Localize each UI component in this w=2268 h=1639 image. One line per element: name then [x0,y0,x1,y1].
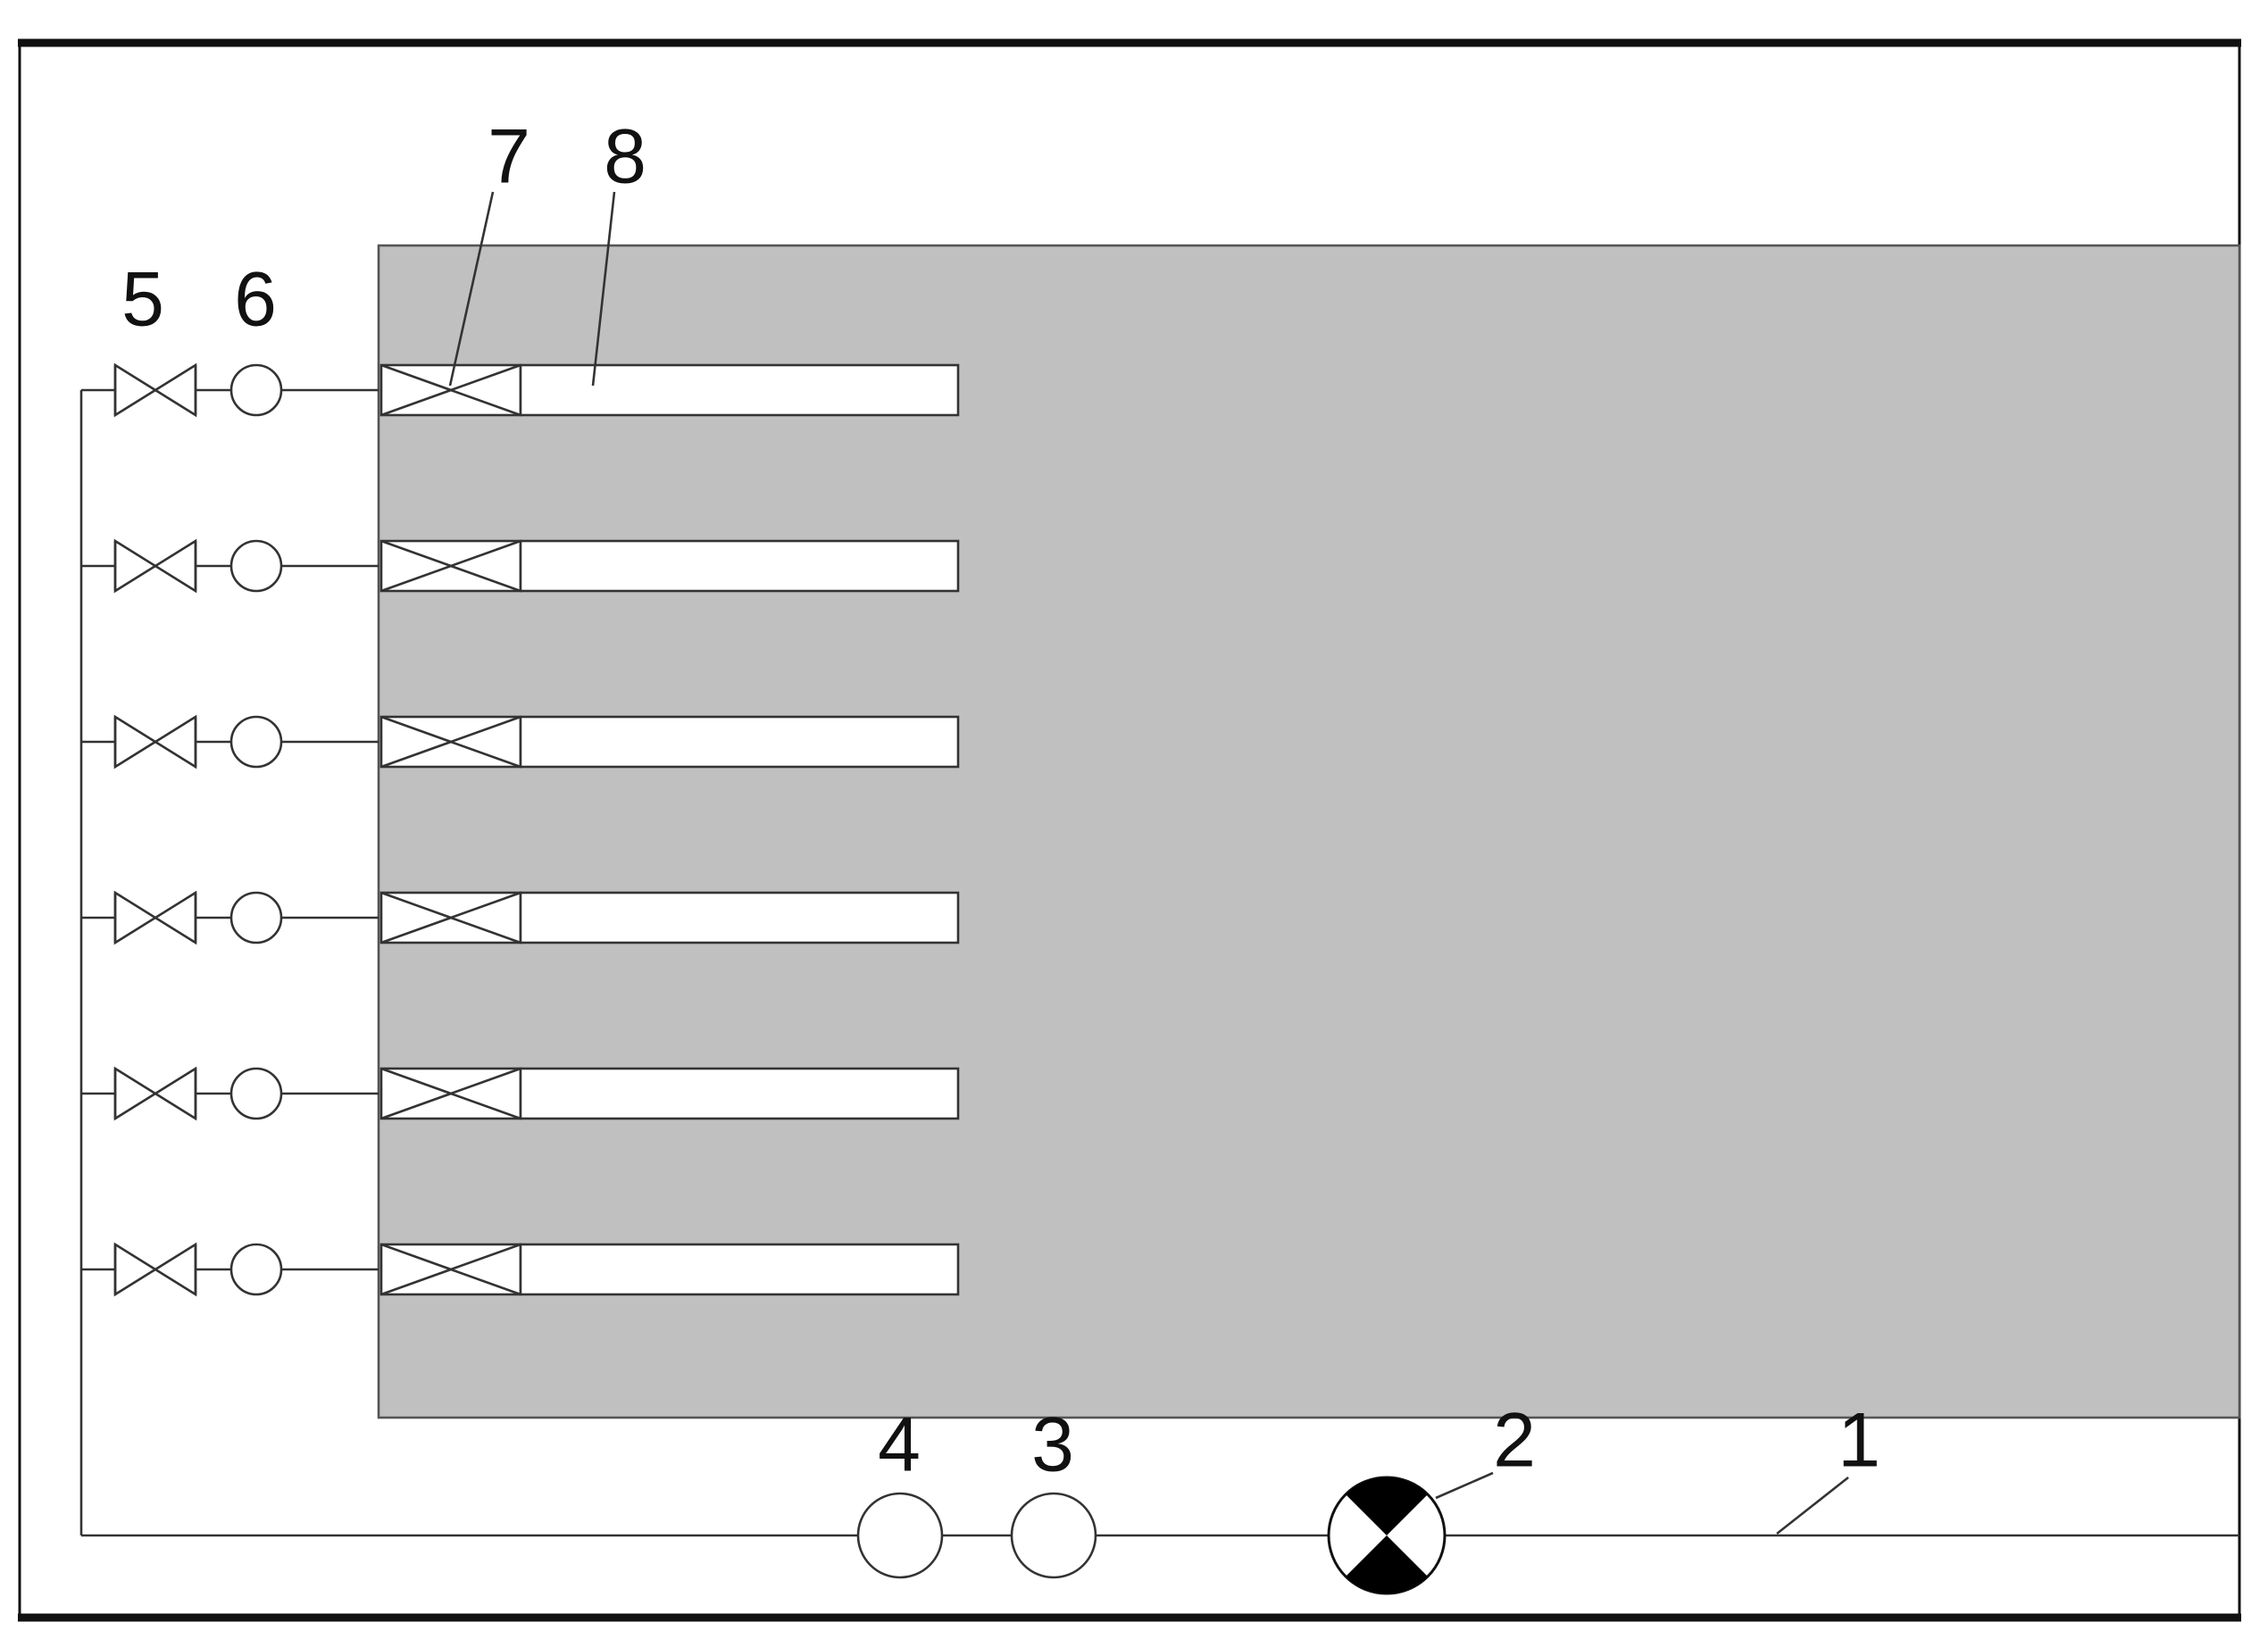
label-6: 6 [234,257,277,343]
tube-rect [519,715,960,769]
label-2: 2 [1493,1398,1536,1484]
packer-diagonal-2 [380,1067,521,1120]
label-5: 5 [121,257,164,343]
valve-icon [113,714,197,770]
label-4: 4 [878,1402,921,1488]
branch-6 [81,1242,960,1297]
leader-line-8 [591,191,616,387]
leader-line-7 [448,191,495,387]
gray-block [377,244,2241,1419]
label-7: 7 [488,114,530,200]
leader-line-1 [1776,1476,1849,1535]
packer-diagonal-2 [380,891,521,944]
tube-rect [519,891,960,944]
tube-rect [519,1243,960,1296]
valve-icon [113,890,197,945]
tube-rect [519,539,960,593]
label-1: 1 [1838,1398,1880,1484]
packer-diagonal-2 [380,363,521,417]
branches [81,362,960,1297]
component-3-circle [1010,1492,1097,1579]
gauge-circle-icon [229,539,283,593]
tube-rect [519,1067,960,1120]
gauge-circle-icon [229,1067,283,1120]
packer-diagonal-2 [380,715,521,769]
branch-3 [81,714,960,770]
valve-icon [113,1242,197,1297]
label-3: 3 [1031,1402,1074,1488]
branch-2 [81,538,960,594]
component-4-circle [856,1492,944,1579]
valve-icon [113,538,197,594]
packer-diagonal-2 [380,1243,521,1296]
component-2-pump-symbol [1327,1476,1447,1595]
gauge-circle-icon [229,715,283,769]
valve-icon [113,362,197,418]
label-8: 8 [604,114,646,200]
packer-diagonal-2 [380,539,521,593]
branch-4 [81,890,960,945]
gauge-circle-icon [229,891,283,944]
branch-1 [81,362,960,418]
branch-5 [81,1066,960,1121]
gauge-circle-icon [229,363,283,417]
gauge-circle-icon [229,1243,283,1296]
tube-rect [519,363,960,417]
valve-icon [113,1066,197,1121]
leader-line-2 [1435,1471,1494,1500]
